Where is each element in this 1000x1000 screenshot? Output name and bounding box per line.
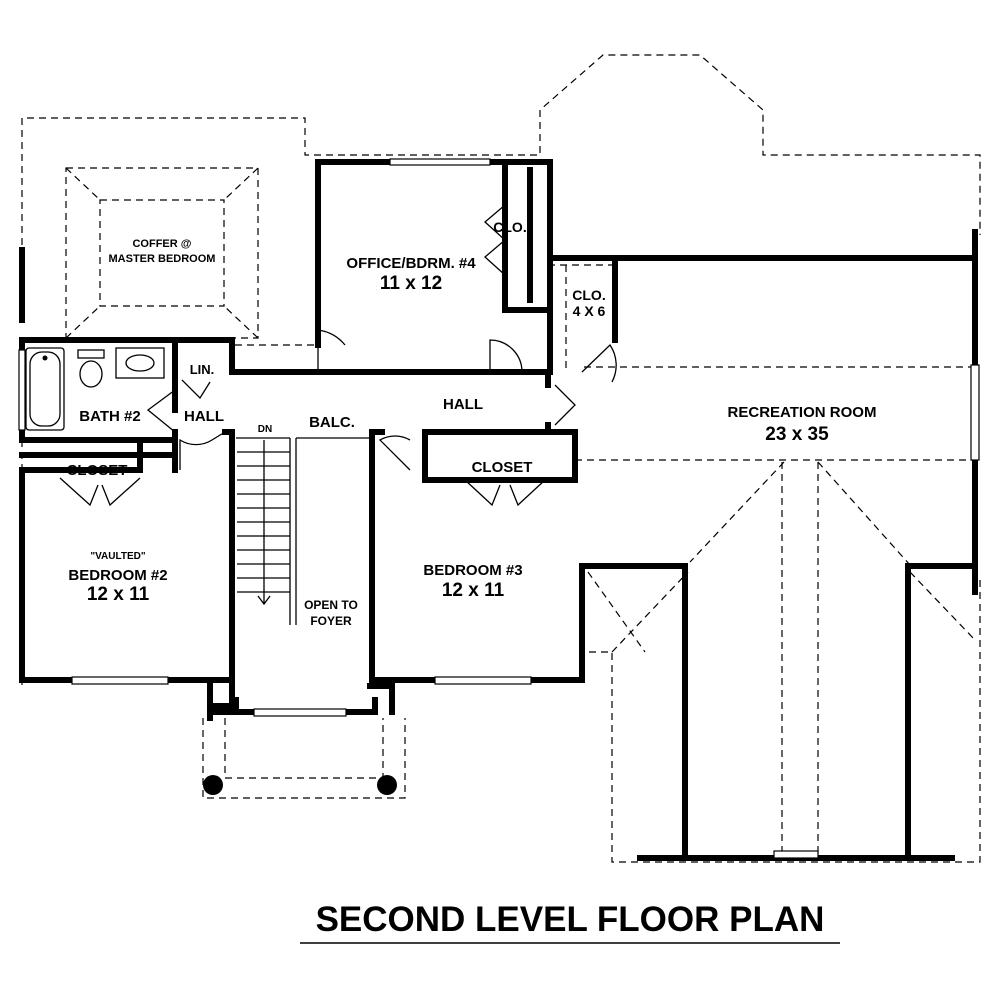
porch-columns [203, 775, 397, 795]
hall-left-label: HALL [184, 408, 224, 425]
closet-right-label: CLOSET [472, 459, 533, 476]
walls [19, 159, 978, 861]
doors [59, 204, 617, 507]
roof-outline [21, 54, 981, 863]
bath-label: BATH #2 [79, 408, 140, 425]
bath-fixtures [25, 347, 165, 431]
open-to-label: OPEN TO [304, 598, 358, 612]
office-closet-label: CLO. [493, 219, 526, 235]
bedroom-2-name: BEDROOM #2 [68, 567, 167, 584]
balcony-label: BALC. [309, 414, 355, 431]
windows [18, 158, 980, 859]
stairs [236, 437, 372, 625]
stair-down-label: DN [258, 424, 272, 435]
linen-label: LIN. [190, 362, 215, 377]
master-bedroom-label: MASTER BEDROOM [109, 253, 216, 265]
plan-title: SECOND LEVEL FLOOR PLAN [316, 900, 825, 939]
recreation-room-name: RECREATION ROOM [728, 404, 877, 421]
small-closet-size: 4 X 6 [573, 303, 606, 319]
closet-left-label: CLOSET [67, 462, 128, 479]
hall-main-label: HALL [443, 396, 483, 413]
recreation-room-size: 23 x 35 [765, 424, 829, 445]
bedroom-3-size: 12 x 11 [442, 580, 505, 601]
foyer-label: FOYER [310, 614, 352, 628]
bedroom-3-name: BEDROOM #3 [423, 562, 522, 579]
office-name: OFFICE/BDRM. #4 [346, 255, 476, 272]
coffer-label: COFFER @ [132, 238, 191, 250]
vaulted-label: "VAULTED" [90, 551, 145, 562]
bedroom-2-size: 12 x 11 [87, 584, 150, 605]
small-closet-label: CLO. [572, 287, 605, 303]
office-size: 11 x 12 [380, 273, 442, 294]
